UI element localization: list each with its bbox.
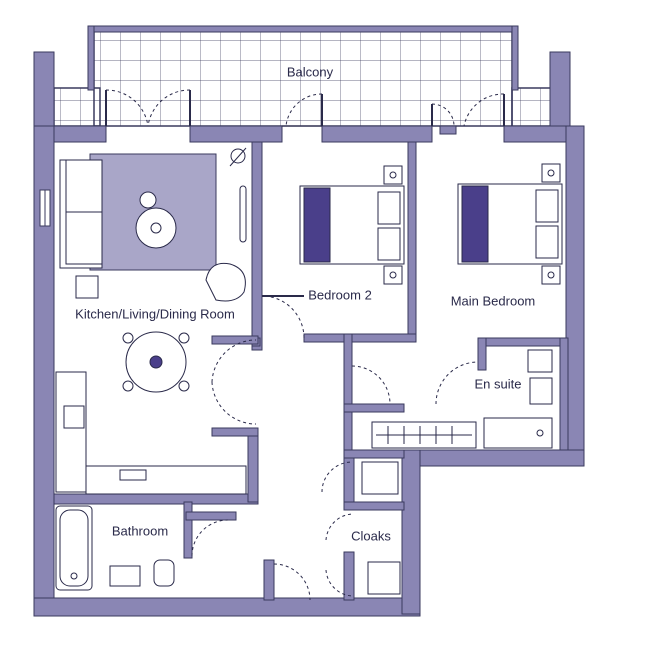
label-bedroom-2: Bedroom 2 — [308, 287, 372, 303]
bathroom-fixtures — [55, 505, 175, 591]
side-table — [75, 275, 99, 299]
armchair — [205, 262, 246, 302]
en-suite-fixtures — [483, 349, 553, 449]
wardrobe — [371, 421, 477, 449]
kitchen-units — [55, 371, 247, 495]
label-en-suite: En suite — [474, 376, 522, 392]
walls — [33, 125, 585, 617]
living-furniture — [59, 147, 247, 302]
floor-lamp — [139, 191, 157, 209]
dining-table — [122, 331, 190, 393]
bedroom-2-bed — [299, 165, 405, 285]
balcony-doors — [105, 89, 505, 127]
main-bedroom-bed — [457, 163, 563, 285]
balcony-area — [33, 25, 571, 129]
internal-doors — [191, 295, 479, 601]
coffee-table — [135, 207, 177, 249]
label-kitchen-living-dining: Kitchen/Living/Dining Room — [75, 306, 235, 322]
cloaks-storage — [361, 461, 401, 595]
label-cloaks: Cloaks — [351, 528, 391, 544]
tv-unit — [239, 185, 247, 243]
left-window — [39, 189, 51, 227]
label-bathroom: Bathroom — [111, 523, 169, 539]
label-main-bedroom: Main Bedroom — [450, 293, 536, 309]
label-balcony: Balcony — [286, 64, 334, 80]
tv-icon — [230, 148, 246, 164]
